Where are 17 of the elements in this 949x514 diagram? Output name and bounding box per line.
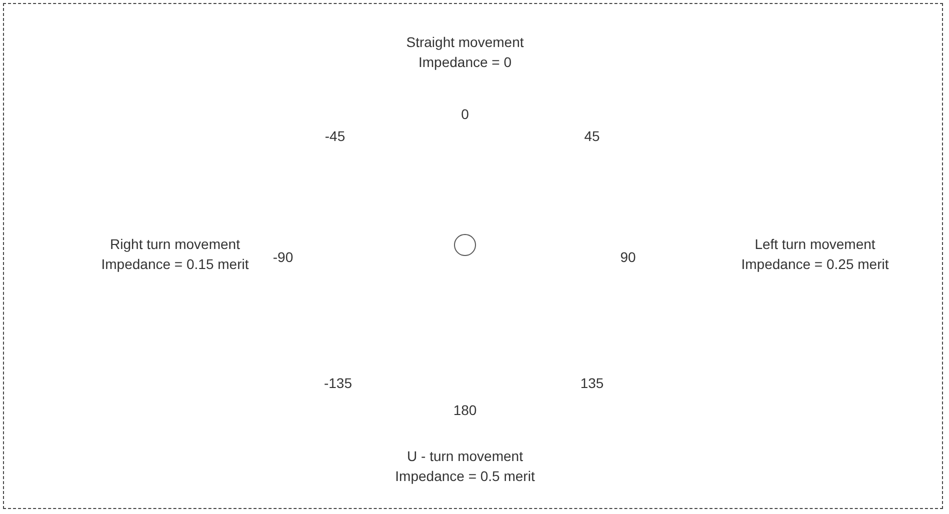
angle-label: -45 [324, 128, 346, 144]
angle-label: 180 [453, 402, 477, 418]
angle-label: 45 [584, 128, 600, 144]
movement-label: Left turn movement [754, 236, 876, 252]
angle-label: 90 [620, 249, 636, 265]
impedance-label: Impedance = 0.25 merit [741, 256, 889, 272]
angle-label: -135 [324, 375, 352, 391]
impedance-label: Impedance = 0.5 merit [395, 468, 535, 484]
angle-label: -90 [272, 249, 294, 265]
movement-label: Straight movement [406, 34, 524, 50]
movement-label: Right turn movement [110, 236, 240, 252]
impedance-label: Impedance = 0.15 merit [101, 256, 249, 272]
movement-label: U - turn movement [407, 448, 523, 464]
center-circle [454, 234, 476, 256]
angle-label: 0 [461, 106, 469, 122]
impedance-label: Impedance = 0 [418, 54, 512, 70]
angle-label: 135 [580, 375, 604, 391]
